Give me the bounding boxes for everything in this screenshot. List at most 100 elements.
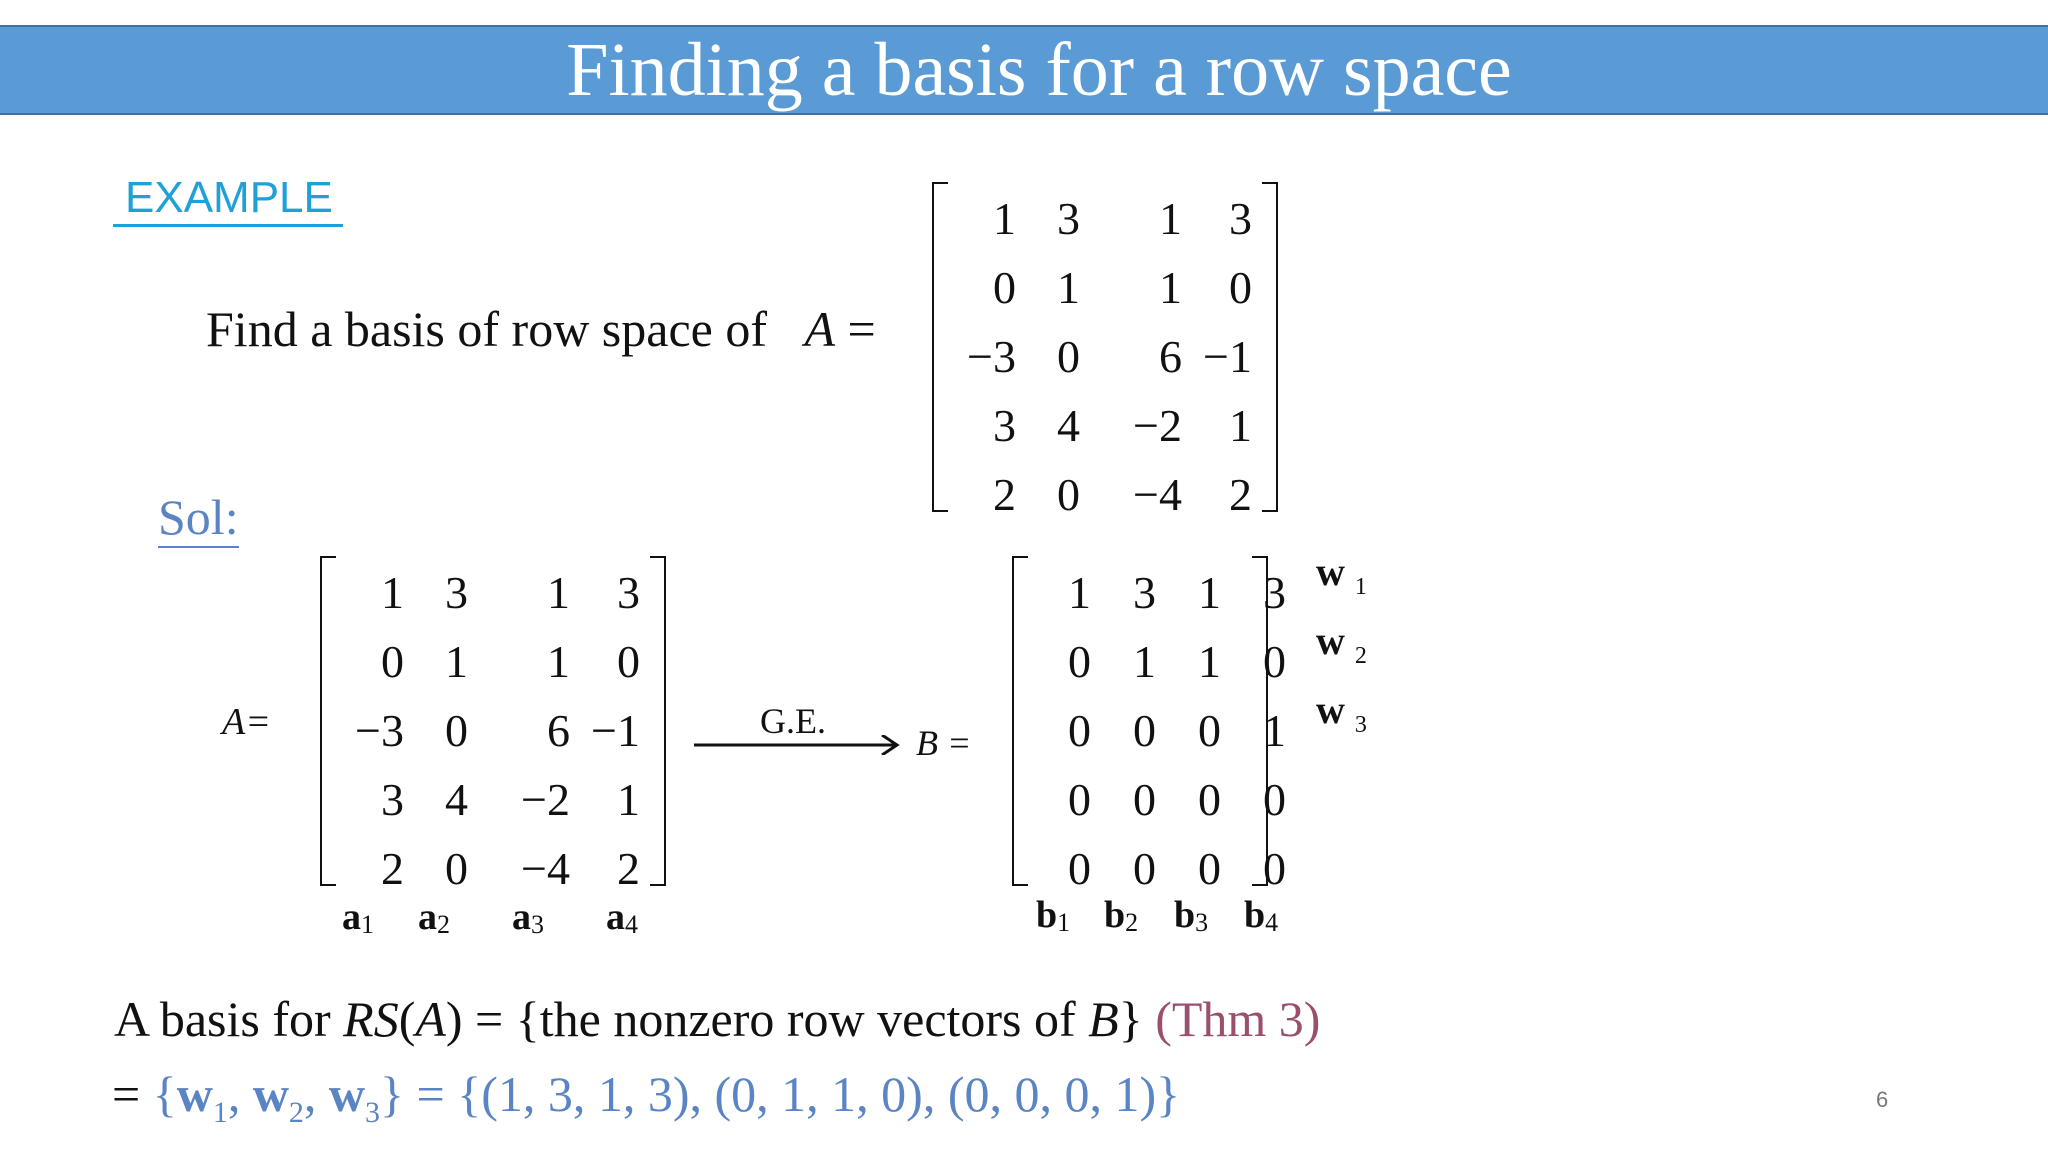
matrix-cell: 0 bbox=[1133, 843, 1156, 894]
matrix-cell: 1 bbox=[381, 567, 404, 618]
column-label: a4 bbox=[606, 895, 638, 940]
matrix-cell: 0 bbox=[445, 843, 468, 894]
matrix-cell: 1 bbox=[1263, 705, 1286, 756]
matrix-cell: 3 bbox=[1133, 567, 1156, 618]
matrix-cell: −1 bbox=[591, 705, 640, 756]
column-letter: b bbox=[1104, 894, 1126, 936]
column-subscript: 1 bbox=[361, 910, 374, 939]
page-number: 6 bbox=[1876, 1087, 1889, 1112]
equals-sign: = bbox=[112, 1066, 153, 1122]
left-bracket bbox=[1012, 556, 1028, 886]
matrix-cell: 1 bbox=[1198, 567, 1221, 618]
w-letter: w bbox=[1316, 618, 1345, 663]
matrix-cell: −1 bbox=[1203, 331, 1252, 382]
matrix-cell: −3 bbox=[967, 331, 1016, 382]
matrix-cell: 3 bbox=[1229, 193, 1252, 244]
gaussian-elimination-label: G.E. bbox=[760, 701, 826, 741]
matrix-cell: 3 bbox=[381, 774, 404, 825]
matrix-cell: 1 bbox=[1133, 636, 1156, 687]
matrix-cell: 3 bbox=[1057, 193, 1080, 244]
left-bracket bbox=[932, 182, 948, 512]
column-label: a1 bbox=[342, 895, 374, 940]
basis-description: ) = {the nonzero row vectors of bbox=[445, 991, 1089, 1047]
column-subscript: 4 bbox=[1265, 908, 1279, 937]
comma: , bbox=[227, 1066, 253, 1122]
right-bracket bbox=[1262, 182, 1278, 512]
column-subscript: 1 bbox=[1057, 908, 1071, 937]
prompt-equals: = bbox=[847, 301, 876, 357]
w-subscript: 3 bbox=[1354, 712, 1367, 738]
matrix-b-symbol: B = bbox=[916, 723, 972, 763]
matrix-cell: 0 bbox=[1057, 331, 1080, 382]
matrix-cell: −2 bbox=[521, 774, 570, 825]
matrix-cell: 0 bbox=[381, 636, 404, 687]
basis-prefix: A basis for bbox=[114, 991, 344, 1047]
right-bracket bbox=[650, 556, 666, 886]
matrix-cell: 1 bbox=[617, 774, 640, 825]
matrix-cell: 3 bbox=[617, 567, 640, 618]
comma: , bbox=[303, 1066, 329, 1122]
matrix-cell: 0 bbox=[1133, 774, 1156, 825]
matrix-cell: 3 bbox=[445, 567, 468, 618]
matrix-cell: 2 bbox=[617, 843, 640, 894]
matrix-cell: 0 bbox=[1133, 705, 1156, 756]
matrix-cell: 1 bbox=[547, 567, 570, 618]
slide-title: Finding a basis for a row space bbox=[566, 28, 1512, 112]
left-bracket bbox=[320, 556, 336, 886]
matrix-cell: −4 bbox=[521, 843, 570, 894]
matrix-cell: 3 bbox=[993, 400, 1016, 451]
column-subscript: 4 bbox=[625, 910, 638, 939]
solution-label: Sol: bbox=[158, 488, 239, 548]
matrix-cell: 1 bbox=[993, 193, 1016, 244]
column-label: a3 bbox=[512, 895, 544, 940]
matrix-cell: 1 bbox=[1229, 400, 1252, 451]
w3-vector: w bbox=[328, 1066, 366, 1122]
matrix-b-equation-label: B = bbox=[916, 722, 971, 764]
matrix-a-equation-label: A= bbox=[222, 701, 271, 743]
column-letter: a bbox=[512, 896, 531, 938]
column-letter: a bbox=[606, 896, 625, 938]
matrix-cell: 0 bbox=[1198, 705, 1221, 756]
matrix-cell: 1 bbox=[1068, 567, 1091, 618]
matrix-cell: −3 bbox=[355, 705, 404, 756]
column-label: b4 bbox=[1244, 893, 1278, 938]
matrix-cell: 0 bbox=[1068, 774, 1091, 825]
matrix-cell: 0 bbox=[1229, 262, 1252, 313]
matrix-cell: 2 bbox=[1229, 469, 1252, 520]
column-letter: b bbox=[1036, 894, 1058, 936]
matrix-cell: 6 bbox=[1159, 331, 1182, 382]
matrix-cell: 1 bbox=[1159, 262, 1182, 313]
column-subscript: 3 bbox=[531, 910, 544, 939]
column-subscript: 2 bbox=[1125, 908, 1139, 937]
column-letter: b bbox=[1244, 894, 1266, 936]
column-subscript: 3 bbox=[1195, 908, 1209, 937]
w-subscript: 1 bbox=[1354, 574, 1367, 600]
matrix-cell: 0 bbox=[1263, 636, 1286, 687]
matrix-cell: 0 bbox=[445, 705, 468, 756]
matrix-cell: 0 bbox=[1198, 774, 1221, 825]
rs-symbol: RS bbox=[343, 991, 399, 1047]
matrix-cell: 1 bbox=[1198, 636, 1221, 687]
column-letter: a bbox=[418, 896, 437, 938]
w-letter: w bbox=[1316, 687, 1345, 732]
a-symbol: A bbox=[415, 991, 446, 1047]
w1-vector: w bbox=[176, 1066, 213, 1122]
basis-statement: A basis for RS(A) = {the nonzero row vec… bbox=[114, 990, 1320, 1048]
example-label: EXAMPLE bbox=[113, 172, 343, 227]
w1-subscript: 1 bbox=[212, 1096, 228, 1129]
column-label: b1 bbox=[1036, 893, 1070, 938]
matrix-cell: 0 bbox=[1198, 843, 1221, 894]
column-letter: a bbox=[342, 896, 361, 938]
title-bar: Finding a basis for a row space bbox=[0, 25, 2048, 115]
matrix-cell: 0 bbox=[1068, 636, 1091, 687]
matrix-cell: 6 bbox=[547, 705, 570, 756]
equals-sign: = bbox=[404, 1066, 458, 1122]
b-symbol: B bbox=[1088, 991, 1119, 1047]
column-label: b3 bbox=[1174, 893, 1208, 938]
